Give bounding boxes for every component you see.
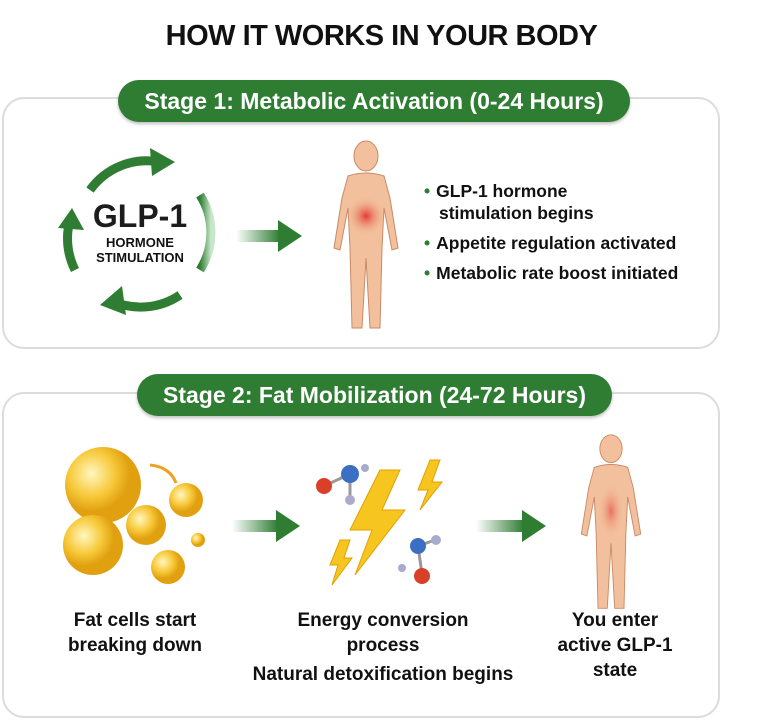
caption-active-3: state xyxy=(592,660,638,681)
energy-lightning-icon xyxy=(316,459,444,586)
stage1-label: Stage 1: Metabolic Activation (0-24 Hour… xyxy=(118,80,630,122)
caption-energy-1: Energy conversion xyxy=(297,610,469,631)
arrow-right-icon xyxy=(236,220,302,252)
body-figure-icon xyxy=(333,140,399,329)
body-figure-active-icon xyxy=(580,434,642,609)
stage2-label: Stage 2: Fat Mobilization (24-72 Hours) xyxy=(137,374,612,416)
caption-energy-2: process xyxy=(346,635,420,656)
bullet-item: •GLP-1 hormone xyxy=(424,181,568,201)
arrow-right-icon xyxy=(232,510,300,542)
caption-active-2: active GLP-1 xyxy=(557,635,673,656)
arrow-right-icon xyxy=(476,510,546,542)
cycle-arrows-icon xyxy=(58,148,216,315)
page-title: HOW IT WORKS IN YOUR BODY xyxy=(165,20,598,52)
caption-detox: Natural detoxification begins xyxy=(252,664,514,685)
glp1-sub1: HORMONE xyxy=(106,235,174,250)
caption-fat-cells-2: breaking down xyxy=(67,635,203,656)
caption-active-1: You enter xyxy=(571,610,659,631)
caption-fat-cells-1: Fat cells start xyxy=(73,610,197,631)
glp1-label: GLP-1 xyxy=(92,198,188,234)
bullet-item: •Metabolic rate boost initiated xyxy=(424,263,679,283)
molecule-icon xyxy=(398,535,441,584)
bullet-item-cont: stimulation begins xyxy=(439,203,594,223)
molecule-icon xyxy=(316,464,369,505)
glp1-sub2: STIMULATION xyxy=(96,250,184,265)
fat-cells-icon xyxy=(63,447,205,584)
bullet-item: •Appetite regulation activated xyxy=(424,233,677,253)
